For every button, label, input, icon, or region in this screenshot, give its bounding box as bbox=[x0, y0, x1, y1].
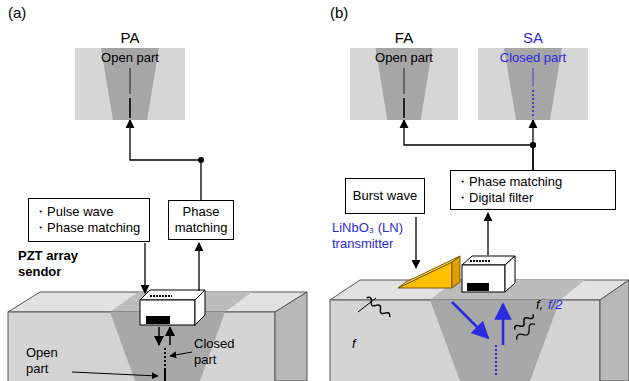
node-text: Open part bbox=[350, 50, 458, 66]
node-text: Open part bbox=[75, 50, 185, 66]
node-text: ・Pulse wave bbox=[34, 204, 144, 220]
ln-transmitter bbox=[398, 256, 460, 288]
result-image: PAOpen part bbox=[75, 48, 185, 120]
receive-arrow bbox=[198, 243, 199, 291]
node-text: ・Phase matching bbox=[34, 220, 144, 236]
part-label: (a) bbox=[8, 4, 26, 22]
pzt-array-sensor-b bbox=[462, 256, 515, 292]
node-text: Phase matching bbox=[174, 204, 228, 235]
connector-arrow bbox=[404, 120, 533, 170]
burst-arrow bbox=[415, 217, 416, 268]
image-heading: SA bbox=[478, 29, 588, 47]
part-label: LiNbO₃ (LN) transmitter bbox=[332, 220, 412, 251]
junction-dot bbox=[198, 157, 204, 163]
junction-dot bbox=[530, 142, 536, 148]
node-text: ・Digital filter bbox=[456, 190, 610, 206]
process-box: Phase matching bbox=[168, 200, 234, 240]
process-box: ・Phase matching・Digital filter bbox=[450, 170, 616, 210]
part-label: Open part bbox=[26, 345, 70, 376]
pulse-arrow bbox=[144, 243, 145, 293]
junction-dot bbox=[530, 142, 536, 148]
specimen-a bbox=[8, 292, 307, 381]
specimen-b bbox=[330, 280, 629, 381]
node-text: Burst wave bbox=[351, 188, 419, 204]
result-image: FAOpen part bbox=[350, 48, 458, 120]
result-image: SAClosed part bbox=[478, 48, 588, 120]
image-heading: PA bbox=[75, 29, 185, 47]
image-heading: FA bbox=[350, 29, 458, 47]
process-box: Burst wave bbox=[345, 178, 425, 214]
receive-arrow-b bbox=[487, 213, 488, 255]
part-label: f bbox=[352, 336, 356, 352]
connector-arrow bbox=[130, 120, 201, 200]
part-label: (b) bbox=[330, 4, 348, 22]
part-label: f/2 bbox=[548, 297, 562, 313]
part-label: f, bbox=[536, 297, 543, 313]
pzt-array-sensor-a bbox=[140, 290, 205, 325]
part-label: PZT array sendor bbox=[18, 248, 88, 279]
node-text: ・Phase matching bbox=[456, 174, 610, 190]
part-label: Closed part bbox=[194, 336, 240, 367]
process-box: ・Pulse wave・Phase matching bbox=[28, 198, 150, 242]
node-text: Closed part bbox=[478, 50, 588, 66]
